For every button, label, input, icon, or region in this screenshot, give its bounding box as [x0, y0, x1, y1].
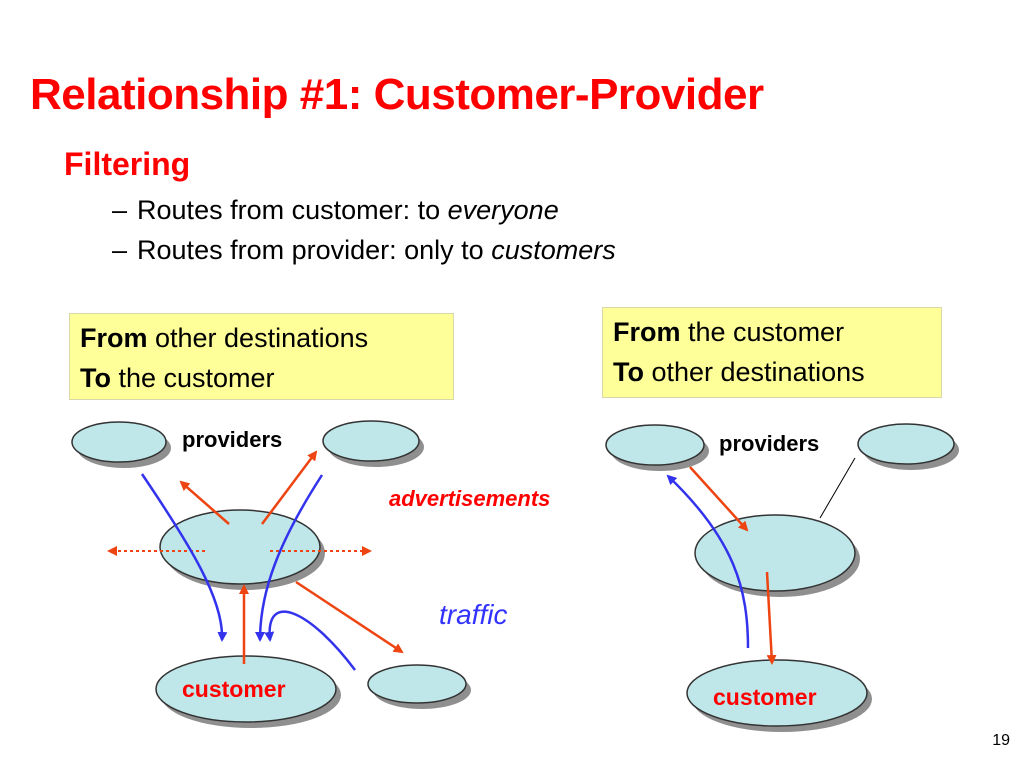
peer-cloud-left	[367, 664, 471, 709]
advertisement-arrow	[765, 571, 777, 665]
provider-cloud-right-2	[857, 423, 959, 470]
provider-cloud-left-1	[71, 421, 171, 468]
traffic-arrow	[255, 474, 324, 642]
providers-label-left: providers	[182, 427, 283, 452]
advertisement-arrow	[295, 580, 404, 654]
slide-title: Relationship #1: Customer-Provider	[30, 70, 764, 119]
right-note-line-to: To other destinations	[613, 357, 865, 387]
advertisements-label: advertisements	[389, 486, 551, 511]
bullet-item: –Routes from provider: only to customers	[112, 235, 616, 265]
left-note-line-to: To the customer	[80, 363, 275, 393]
advertisement-arrow	[689, 466, 749, 532]
bullet-emphasis: everyone	[447, 195, 559, 225]
customer-cloud-left	[155, 655, 341, 728]
bullet-text: Routes from customer: to	[137, 195, 448, 225]
filtering-heading: Filtering	[64, 146, 191, 182]
left-note-line-from: From other destinations	[80, 323, 369, 353]
page-number: 19	[992, 732, 1010, 749]
left-note-box: From other destinations To the customer	[69, 313, 454, 400]
provider-link-line	[819, 457, 856, 519]
provider-cloud-left-2	[322, 420, 424, 467]
bullet-list: –Routes from customer: to everyone –Rout…	[112, 192, 616, 272]
right-note-line-from: From the customer	[613, 317, 845, 347]
traffic-arrow	[264, 610, 356, 671]
bullet-text: Routes from provider: only to	[137, 235, 492, 265]
traffic-arrow	[666, 474, 750, 649]
right-note-box: From the customer To other destinations	[602, 307, 942, 398]
customer-label-right: customer	[713, 684, 817, 710]
providers-label-right: providers	[719, 431, 820, 456]
bullet-item: –Routes from customer: to everyone	[112, 195, 559, 225]
advertisement-arrow	[179, 480, 230, 525]
customer-cloud-right	[686, 659, 872, 732]
customer-label-left: customer	[182, 676, 286, 702]
middle-cloud-right	[694, 514, 860, 597]
traffic-label: traffic	[439, 599, 508, 630]
advertisement-arrow	[261, 450, 318, 525]
traffic-arrow	[140, 473, 228, 642]
provider-cloud-right-1	[605, 424, 709, 471]
bullet-emphasis: customers	[491, 235, 616, 265]
